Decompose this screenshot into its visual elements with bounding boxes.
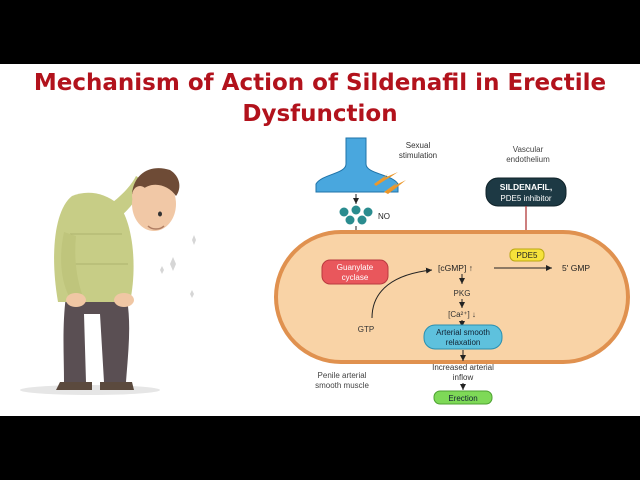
lightning-icon-2: [384, 180, 406, 194]
title-line-1: Mechanism of Action of Sildenafil in Ere…: [33, 70, 607, 96]
sildenafil-group: Vascular endothelium SILDENAFIL, PDE5 in…: [485, 145, 567, 247]
guanylate-cyclase-label-2: cyclase: [342, 273, 369, 282]
arterial-relaxation-box: [423, 324, 503, 350]
penile-muscle-label-1: Penile arterial: [318, 371, 367, 380]
letterbox-top: [0, 0, 640, 64]
stimulation-group: Sexual stimulation NO: [315, 137, 437, 252]
erection-box: [433, 390, 493, 405]
pkg-label: PKG: [454, 289, 471, 298]
guanylate-cyclase-box: [321, 259, 389, 285]
sparkle-decorations: [160, 235, 196, 298]
lightning-icon: [374, 172, 398, 186]
letterbox-bottom: [0, 416, 640, 480]
pde5-box: [509, 248, 545, 262]
person-illustration: [20, 168, 196, 395]
five-gmp-label: 5' GMP: [562, 263, 590, 273]
increased-inflow-label-2: inflow: [453, 373, 474, 382]
sexual-stimulation-label-2: stimulation: [399, 151, 437, 160]
cgmp-label: [cGMP] ↑: [438, 263, 473, 273]
guanylate-cyclase-label-1: Guanylate: [337, 263, 374, 272]
pde5-label: PDE5: [517, 251, 538, 260]
calcium-label: [Ca²⁺] ↓: [448, 310, 476, 319]
outcome-group: Penile arterial smooth muscle Increased …: [315, 350, 494, 405]
title-line-2: Dysfunction: [242, 101, 398, 127]
penile-muscle-label-2: smooth muscle: [315, 381, 369, 390]
slide-canvas: Mechanism of Action of Sildenafil in Ere…: [0, 64, 640, 416]
vascular-endothelium-label-1: Vascular: [513, 145, 544, 154]
increased-inflow-label-1: Increased arterial: [432, 363, 494, 372]
sildenafil-label-1: SILDENAFIL,: [500, 182, 552, 192]
arterial-relaxation-label-2: relaxation: [446, 338, 481, 347]
no-molecules: [339, 205, 373, 225]
receptor-shape: [315, 137, 399, 193]
mechanism-diagram: Sexual stimulation NO Vascular endotheli…: [20, 137, 630, 405]
erection-label: Erection: [448, 394, 477, 403]
arterial-relaxation-label-1: Arterial smooth: [436, 328, 490, 337]
vascular-endothelium-label-2: endothelium: [506, 155, 550, 164]
sexual-stimulation-label-1: Sexual: [406, 141, 431, 150]
sildenafil-label-2: PDE5 inhibitor: [500, 194, 551, 203]
no-label: NO: [378, 212, 390, 221]
smooth-muscle-cell: PDE5 Guanylate cyclase [cGMP] ↑ 5' GMP P…: [274, 230, 630, 364]
gtp-label: GTP: [358, 325, 374, 334]
